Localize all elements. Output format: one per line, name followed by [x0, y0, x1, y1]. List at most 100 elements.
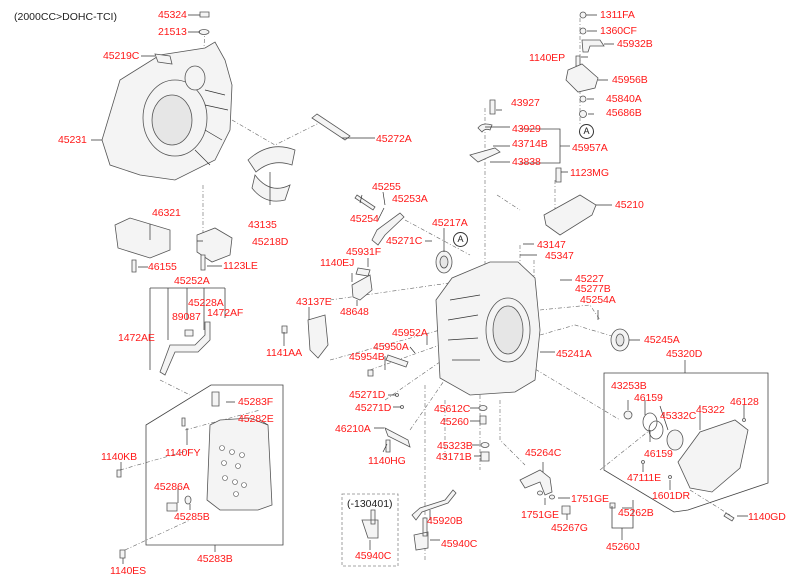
- part-label-1311FA[interactable]: 1311FA: [600, 9, 635, 21]
- part-label-45920B[interactable]: 45920B: [427, 515, 463, 527]
- part-label-45285B[interactable]: 45285B: [174, 511, 210, 523]
- part-label-45283F[interactable]: 45283F: [238, 396, 274, 408]
- washer-21513-drawing: [198, 29, 210, 35]
- part-label-45231[interactable]: 45231: [58, 134, 87, 146]
- part-label-45267G[interactable]: 45267G: [551, 522, 588, 534]
- part-label-45271D[interactable]: 45271D: [349, 389, 386, 401]
- part-label-43714B[interactable]: 43714B: [512, 138, 548, 150]
- part-label-43838[interactable]: 43838: [512, 156, 541, 168]
- part-label-46159[interactable]: 46159: [634, 392, 663, 404]
- part-label-45271C[interactable]: 45271C: [386, 235, 423, 247]
- part-label-43929[interactable]: 43929: [512, 123, 541, 135]
- part-label-1601DR[interactable]: 1601DR: [652, 490, 690, 502]
- part-label-45931F[interactable]: 45931F: [346, 246, 382, 258]
- part-label-1472AF[interactable]: 1472AF: [207, 307, 244, 319]
- part-label-1140ES[interactable]: 1140ES: [110, 565, 146, 577]
- part-label-1472AE[interactable]: 1472AE: [118, 332, 155, 344]
- part-label-45245A[interactable]: 45245A: [644, 334, 680, 346]
- o-ring-45285B-drawing: [184, 495, 192, 505]
- hose-1472AE-drawing: [159, 321, 211, 376]
- plate-45950A-drawing: [385, 354, 409, 368]
- sensor-45940C-variant-drawing: [361, 509, 379, 539]
- part-label-45210[interactable]: 45210: [615, 199, 644, 211]
- bracket-45210-drawing: [543, 194, 597, 236]
- part-label-45262B[interactable]: 45262B: [618, 507, 654, 519]
- part-label-43927[interactable]: 43927: [511, 97, 540, 109]
- part-label-43147[interactable]: 43147: [537, 239, 566, 251]
- part-label-45954B[interactable]: 45954B: [349, 351, 385, 363]
- part-label-1140FY[interactable]: 1140FY: [165, 447, 201, 459]
- part-label-1140HG[interactable]: 1140HG: [368, 455, 406, 467]
- washer-45840A-drawing: [579, 95, 587, 103]
- part-label-1140GD[interactable]: 1140GD: [748, 511, 786, 523]
- rear-cover-assembly-box: [603, 372, 769, 513]
- part-label-43171B[interactable]: 43171B: [436, 451, 472, 463]
- part-label-1751GE[interactable]: 1751GE: [571, 493, 609, 505]
- part-label-45950A[interactable]: 45950A: [373, 341, 409, 353]
- part-label-45218D[interactable]: 45218D: [252, 236, 289, 248]
- part-label-45264C[interactable]: 45264C: [525, 447, 562, 459]
- part-label-45323B[interactable]: 45323B: [437, 440, 473, 452]
- part-label-45286A[interactable]: 45286A: [154, 481, 190, 493]
- part-label-21513[interactable]: 21513: [158, 26, 187, 38]
- part-label-43137E[interactable]: 43137E: [296, 296, 332, 308]
- strainer-46210A-drawing: [384, 427, 411, 448]
- part-label-1140EP[interactable]: 1140EP: [529, 52, 565, 64]
- part-label-45686B[interactable]: 45686B: [606, 107, 642, 119]
- part-label-45271D-2[interactable]: 45271D: [355, 402, 392, 414]
- part-label-45277B[interactable]: 45277B: [575, 283, 611, 295]
- part-label-1141AA[interactable]: 1141AA: [266, 347, 302, 359]
- part-label-45957A[interactable]: 45957A: [572, 142, 608, 154]
- part-label-45241A[interactable]: 45241A: [556, 348, 592, 360]
- part-label-45324[interactable]: 45324: [158, 9, 187, 21]
- bracket-45219C-drawing: [154, 53, 173, 65]
- part-label-45219C[interactable]: 45219C: [103, 50, 140, 62]
- part-label-45612C[interactable]: 45612C: [434, 403, 471, 415]
- part-label-45940C[interactable]: 45940C: [441, 538, 478, 550]
- bolt-1123LE-drawing: [200, 254, 206, 271]
- part-label-45272A[interactable]: 45272A: [376, 133, 412, 145]
- part-label-1140KB[interactable]: 1140KB: [101, 451, 137, 463]
- part-label-45254A[interactable]: 45254A: [580, 294, 616, 306]
- part-label-45217A[interactable]: 45217A: [432, 217, 468, 229]
- part-label-46128[interactable]: 46128: [730, 396, 759, 408]
- part-label-45227[interactable]: 45227: [575, 273, 604, 285]
- part-label-45332C[interactable]: 45332C: [660, 410, 697, 422]
- part-label-1751GE-2[interactable]: 1751GE: [521, 509, 559, 521]
- part-label-45347[interactable]: 45347: [545, 250, 574, 262]
- part-label-1123MG[interactable]: 1123MG: [570, 167, 609, 179]
- part-label-45254[interactable]: 45254: [350, 213, 379, 225]
- part-label-45282E[interactable]: 45282E: [238, 413, 274, 425]
- part-label-45940C-variant[interactable]: 45940C: [355, 550, 392, 562]
- part-label-45253A[interactable]: 45253A: [392, 193, 428, 205]
- part-label-46210A[interactable]: 46210A: [335, 423, 371, 435]
- part-label-43253B[interactable]: 43253B: [611, 380, 647, 392]
- part-label-1123LE[interactable]: 1123LE: [223, 260, 258, 272]
- part-label-46321[interactable]: 46321: [152, 207, 181, 219]
- part-label-47111E[interactable]: 47111E: [627, 472, 662, 484]
- part-label-45228A[interactable]: 45228A: [188, 297, 224, 309]
- part-label-45322[interactable]: 45322: [696, 404, 725, 416]
- bracket-45931F-drawing: [355, 267, 371, 277]
- part-label-45255[interactable]: 45255: [372, 181, 401, 193]
- part-label-1140EJ[interactable]: 1140EJ: [320, 257, 355, 269]
- part-label-89087[interactable]: 89087: [172, 311, 201, 323]
- part-label-1360CF[interactable]: 1360CF: [600, 25, 637, 37]
- part-label-45952A[interactable]: 45952A: [392, 327, 428, 339]
- part-label-45956B[interactable]: 45956B: [612, 74, 648, 86]
- part-label-43135[interactable]: 43135: [248, 219, 277, 231]
- part-label-45260[interactable]: 45260: [440, 416, 469, 428]
- part-label-46155[interactable]: 46155: [148, 261, 177, 273]
- pipe-45264C-drawing: [519, 469, 553, 496]
- plug-45267G-drawing: [561, 505, 571, 515]
- bracket-45218D-drawing: [196, 227, 233, 263]
- part-label-46159-2[interactable]: 46159: [644, 448, 673, 460]
- part-label-45320D[interactable]: 45320D: [666, 348, 703, 360]
- part-label-45932B[interactable]: 45932B: [617, 38, 653, 50]
- part-label-45260J[interactable]: 45260J: [606, 541, 640, 553]
- part-label-45283B[interactable]: 45283B: [197, 553, 233, 565]
- part-label-48648[interactable]: 48648: [340, 306, 369, 318]
- part-label-45252A[interactable]: 45252A: [174, 275, 210, 287]
- part-label-45840A[interactable]: 45840A: [606, 93, 642, 105]
- lever-45957A-drawing: [469, 147, 501, 163]
